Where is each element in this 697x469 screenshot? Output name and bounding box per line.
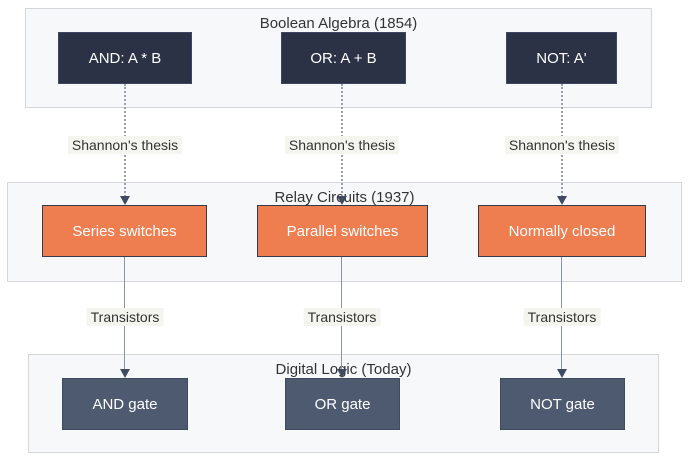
arrowhead-icon [337,196,347,205]
edge-label-shannons-thesis: Shannon's thesis [284,136,400,154]
node-or-expression: OR: A + B [281,32,406,84]
arrowhead-icon [120,369,130,378]
edge-label-shannons-thesis: Shannon's thesis [504,136,620,154]
node-or-gate: OR gate [285,378,400,430]
edge-label-transistors: Transistors [86,308,164,326]
edge-label-transistors: Transistors [303,308,381,326]
edge-label-transistors: Transistors [523,308,601,326]
node-and-gate: AND gate [62,378,188,430]
node-normally-closed: Normally closed [478,205,646,257]
arrowhead-icon [557,196,567,205]
arrowhead-icon [337,369,347,378]
node-not-gate: NOT gate [500,378,625,430]
node-and-expression: AND: A * B [58,32,192,84]
arrowhead-icon [557,369,567,378]
node-not-expression: NOT: A' [506,32,617,84]
arrowhead-icon [120,196,130,205]
edge-label-shannons-thesis: Shannon's thesis [67,136,183,154]
node-series-switches: Series switches [42,205,207,257]
node-parallel-switches: Parallel switches [257,205,428,257]
section-title-boolean-algebra: Boolean Algebra (1854) [259,15,418,32]
